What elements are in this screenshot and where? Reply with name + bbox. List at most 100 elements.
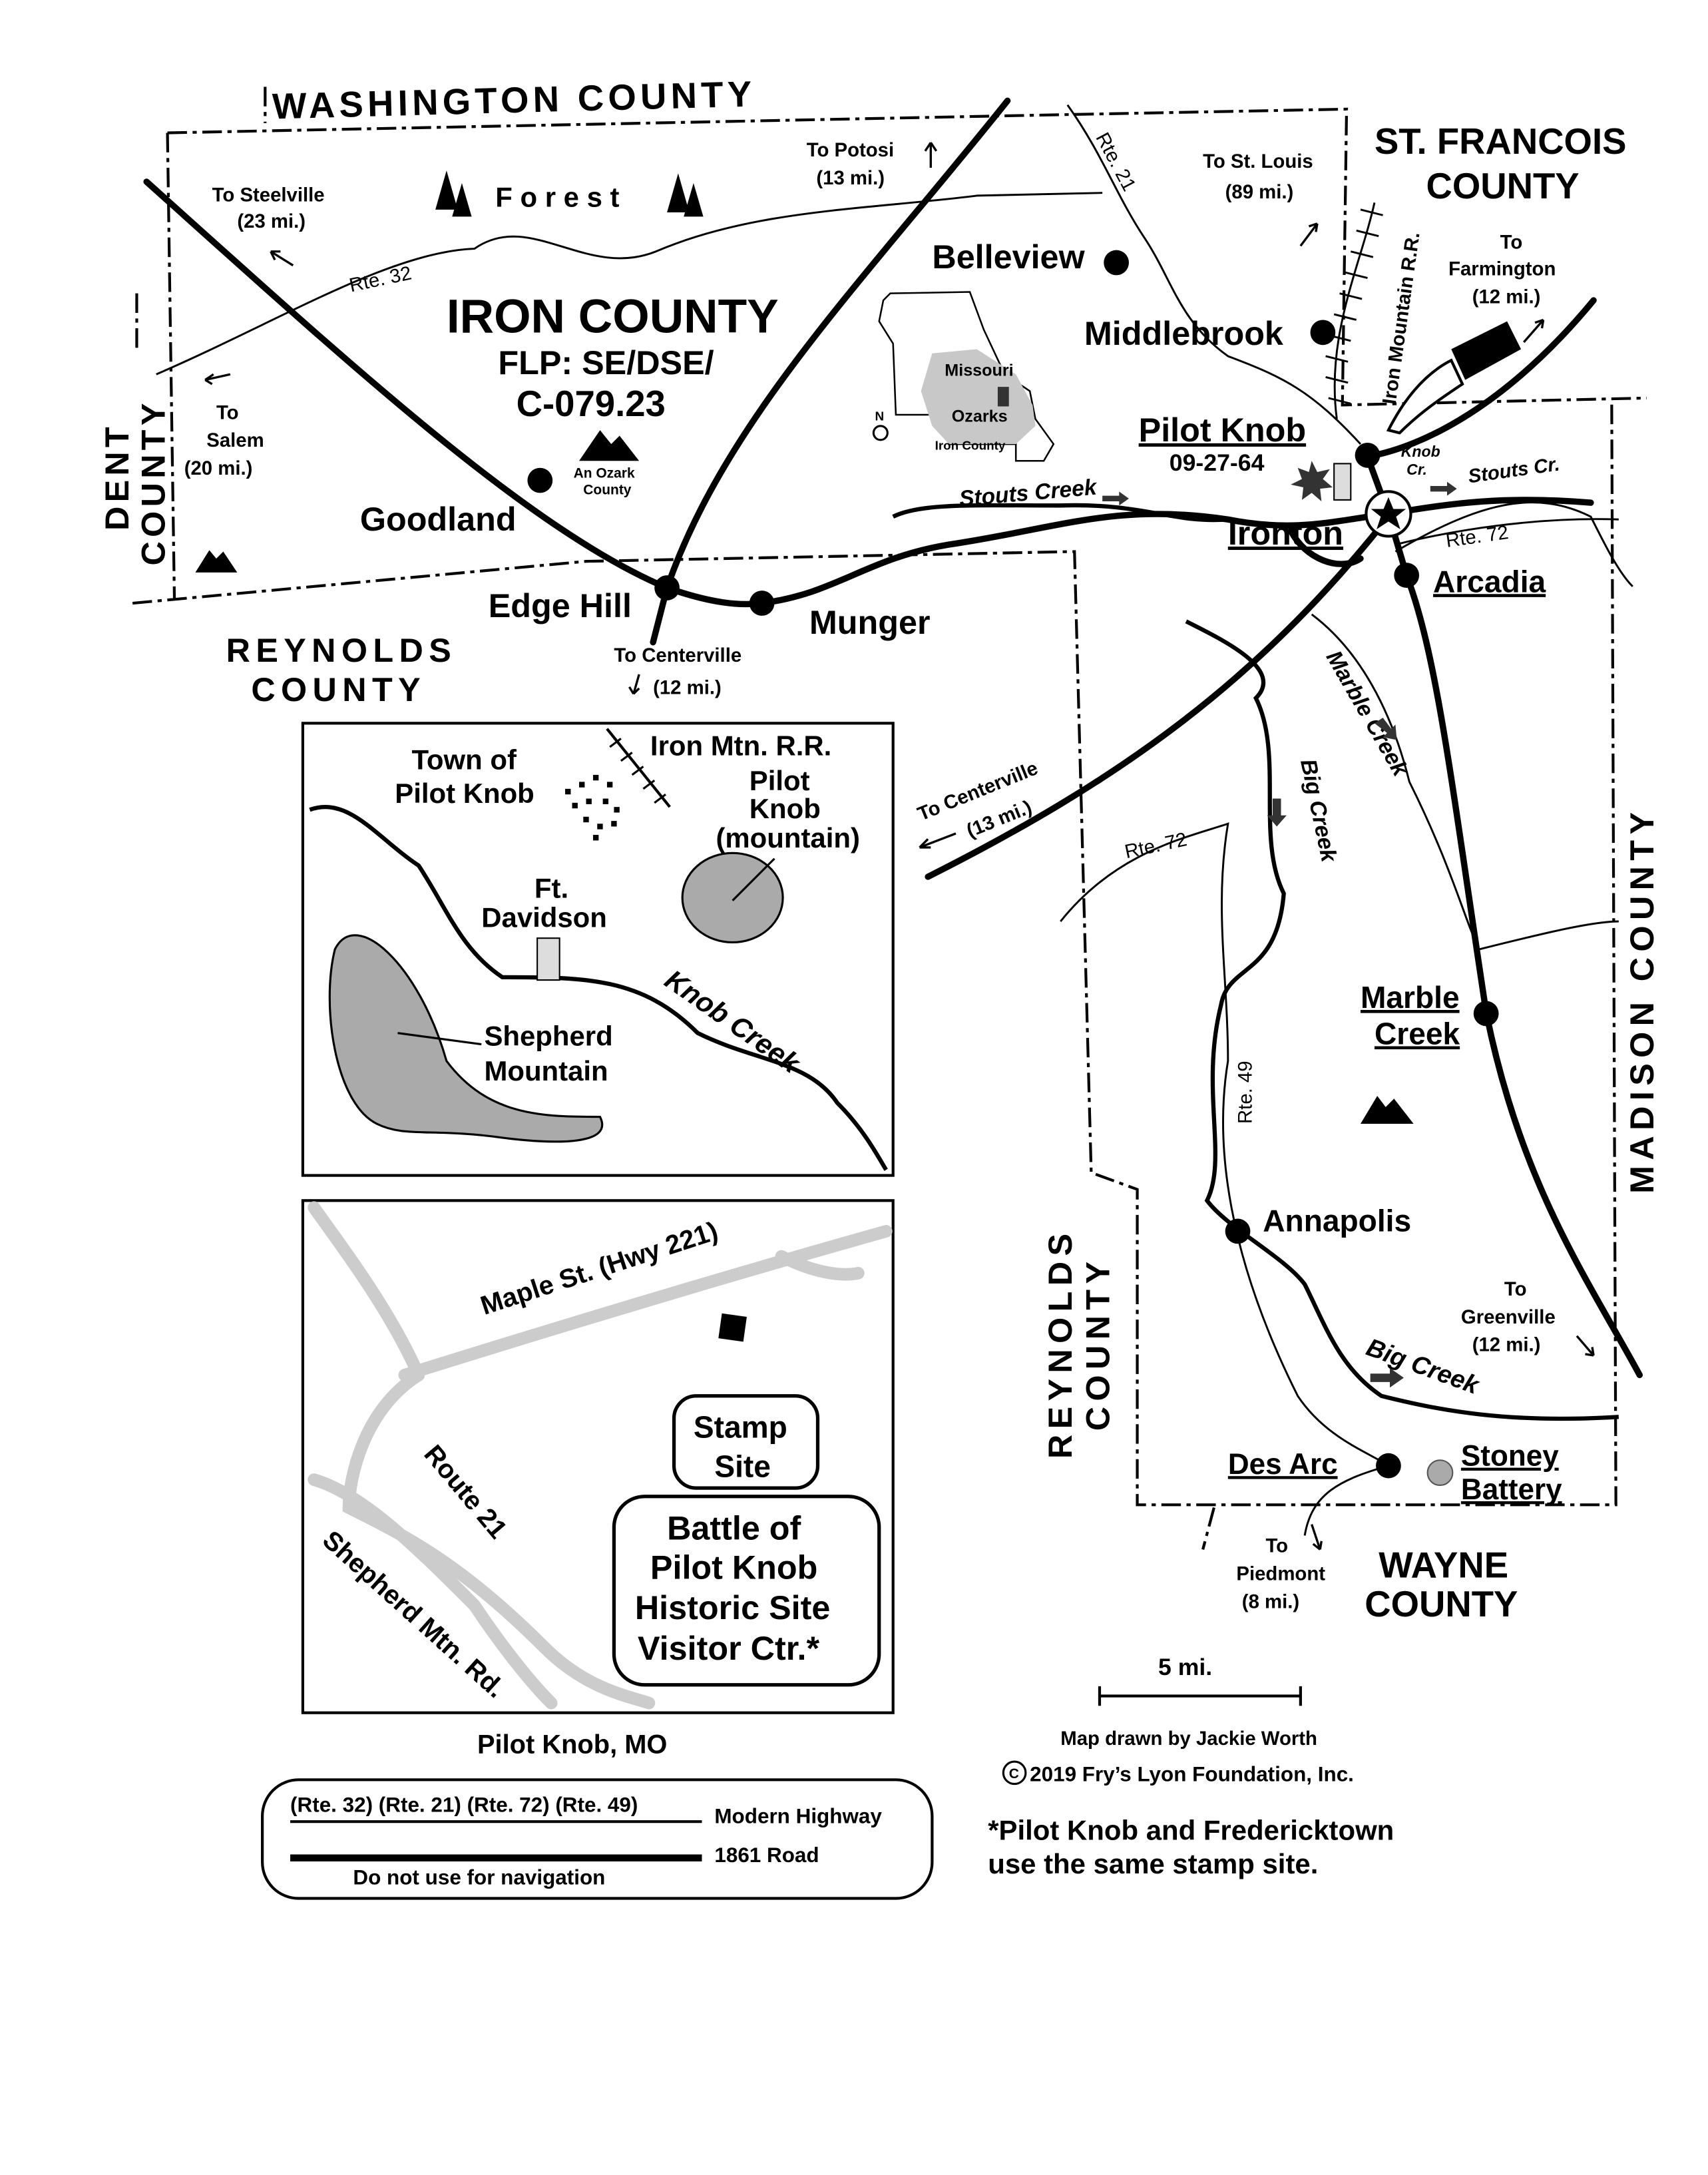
map-credit: Map drawn by Jackie Worth	[1060, 1728, 1317, 1750]
ft-davidson-label-2: Davidson	[481, 901, 607, 933]
stamp-site-marker	[718, 1313, 747, 1342]
to-salem-dist: (20 mi.)	[184, 457, 253, 479]
to-potosi: To Potosi	[807, 139, 894, 161]
wayne-county-label: WAYNE	[1379, 1545, 1508, 1585]
to-farmington-dist: (12 mi.)	[1472, 286, 1541, 308]
to-piedmont-dist: (8 mi.)	[1242, 1590, 1299, 1612]
copyright-symbol: C	[1009, 1766, 1019, 1782]
missouri-locator-map: Missouri Ozarks Iron County N	[872, 291, 1055, 462]
ozark-county-label-2: County	[583, 483, 632, 498]
flow-arrow-icon	[1102, 481, 1457, 1388]
town-ironton: Ironton	[1228, 514, 1343, 552]
reynolds-county-side-label: REYNOLDS	[1041, 1228, 1079, 1459]
to-st-louis: To St. Louis	[1203, 150, 1313, 172]
to-piedmont: To	[1265, 1535, 1288, 1557]
pointing-hand-icon	[1386, 321, 1522, 435]
town-marble-creek: Marble	[1361, 980, 1460, 1015]
to-greenville-2: Greenville	[1461, 1306, 1556, 1328]
pilot-knob-detail-inset: Town of Pilot Knob Iron Mtn. R.R. Pilot …	[301, 722, 895, 1177]
town-middlebrook: Middlebrook	[1084, 314, 1284, 352]
pilot-knob-mountain-label-2: Knob	[749, 793, 821, 824]
explosion-icon	[1291, 461, 1333, 502]
to-greenville: To	[1504, 1278, 1527, 1300]
stamp-note: *Pilot Knob and Fredericktown	[988, 1814, 1394, 1845]
north-label: N	[875, 409, 884, 423]
copyright: 2019 Fry’s Lyon Foundation, Inc.	[1030, 1762, 1354, 1786]
town-grid-icon	[565, 774, 620, 841]
legend-warning: Do not use for navigation	[353, 1866, 605, 1889]
to-centerville-1-dist: (12 mi.)	[653, 676, 722, 698]
route-49-label: Rte. 49	[1234, 1061, 1256, 1124]
knob-cr-label-2: Cr.	[1406, 461, 1427, 478]
town-of-pilot-knob: Town of	[411, 744, 517, 776]
pilot-knob-mountain-label-3: (mountain)	[716, 822, 859, 853]
town-des-arc: Des Arc	[1228, 1448, 1338, 1481]
dent-county-label: DENT	[98, 423, 136, 531]
to-centerville-1: To Centerville	[614, 644, 742, 666]
ozark-county-label: An Ozark	[574, 465, 635, 481]
copyright-icon	[1002, 1760, 1027, 1786]
pilot-knob-date: 09-27-64	[1170, 449, 1265, 476]
flp-code: FLP: SE/DSE/	[498, 344, 714, 381]
scale-bar: 5 mi.	[1098, 1654, 1302, 1706]
iron-county-locator-label: Iron County	[935, 438, 1006, 452]
county-title: IRON COUNTY	[447, 290, 779, 343]
ozarks-label: Ozarks	[952, 407, 1008, 426]
to-potosi-dist: (13 mi.)	[816, 167, 885, 189]
legend-modern-highway: Modern Highway	[714, 1804, 882, 1827]
madison-county-label: MADISON COUNTY	[1623, 807, 1661, 1194]
fort-icon	[536, 937, 560, 981]
arrow-icon	[204, 142, 1595, 1551]
county-borders	[132, 87, 1647, 1550]
town-of-pilot-knob-2: Pilot Knob	[395, 778, 534, 809]
stamp-site-inset: Maple St. (Hwy 221) Route 21 Shepherd Mt…	[301, 1199, 895, 1714]
iron-mtn-rr-label: Iron Mtn. R.R.	[650, 730, 831, 762]
visitor-center-label: Battle of	[667, 1509, 801, 1547]
north-arrow-icon	[872, 425, 889, 441]
to-greenville-dist: (12 mi.)	[1472, 1334, 1541, 1356]
st-francois-county-label: ST. FRANCOIS	[1375, 121, 1626, 162]
town-belleview: Belleview	[932, 238, 1085, 276]
to-farmington-2: Farmington	[1448, 258, 1556, 280]
to-st-louis-dist: (89 mi.)	[1225, 181, 1294, 203]
town-marble-creek-2: Creek	[1375, 1017, 1460, 1051]
modern-highways	[156, 104, 1619, 1536]
star-icon	[1365, 490, 1412, 538]
stamp-note-2: use the same stamp site.	[988, 1848, 1318, 1879]
town-pilot-knob: Pilot Knob	[1139, 411, 1306, 449]
to-salem-2: Salem	[206, 429, 264, 451]
missouri-label: Missouri	[945, 361, 1013, 379]
visitor-center-label-3: Historic Site	[635, 1588, 830, 1626]
town-annapolis: Annapolis	[1263, 1203, 1411, 1238]
to-salem: To	[216, 401, 239, 423]
visitor-center-label-4: Visitor Ctr.*	[638, 1629, 819, 1667]
ft-davidson-label: Ft.	[534, 872, 568, 903]
legend: (Rte. 32) (Rte. 21) (Rte. 72) (Rte. 49) …	[261, 1778, 934, 1900]
stoney-battery: Stoney	[1461, 1440, 1559, 1473]
town-edge-hill: Edge Hill	[489, 587, 632, 624]
reynolds-county-label-2: COUNTY	[251, 670, 426, 708]
to-steelville: To Steelville	[212, 184, 325, 206]
reynolds-county-label: REYNOLDS	[226, 631, 457, 669]
town-goodland: Goodland	[360, 500, 517, 538]
knob-cr-label: Knob	[1401, 443, 1440, 460]
dent-county-label-2: COUNTY	[134, 399, 172, 565]
stoney-battery-2: Battery	[1461, 1473, 1562, 1506]
legend-routes: (Rte. 32) (Rte. 21) (Rte. 72) (Rte. 49)	[290, 1794, 638, 1817]
inset-caption: Pilot Knob, MO	[477, 1730, 667, 1759]
shepherd-mountain-label: Shepherd	[484, 1021, 612, 1052]
wayne-county-label-2: COUNTY	[1365, 1584, 1518, 1624]
visitor-center-label-2: Pilot Knob	[650, 1548, 817, 1586]
to-piedmont-2: Piedmont	[1236, 1563, 1325, 1585]
scale-label: 5 mi.	[1158, 1654, 1212, 1680]
tree-icon	[435, 170, 704, 217]
town-munger: Munger	[809, 603, 931, 641]
county-code: C-079.23	[517, 383, 666, 424]
fort-icon	[1333, 463, 1352, 501]
st-francois-county-label-2: COUNTY	[1426, 166, 1580, 206]
legend-1861-road: 1861 Road	[714, 1843, 819, 1867]
forest-label: F o r e s t	[495, 182, 619, 213]
town-markers	[527, 250, 1499, 1487]
reynolds-county-side-label-2: COUNTY	[1079, 1256, 1117, 1431]
